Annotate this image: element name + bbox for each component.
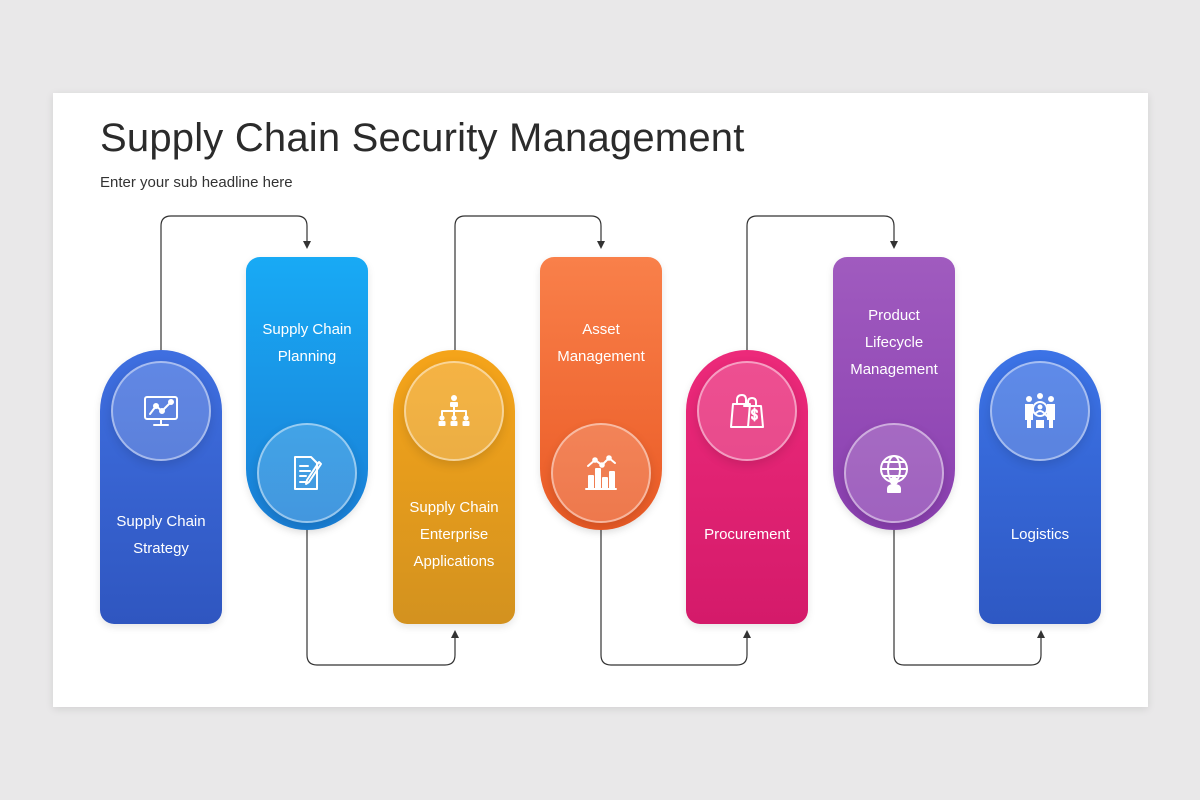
step-3-label: Supply Chain Enterprise Applications: [409, 499, 499, 570]
step-7-icon-circle: [990, 361, 1090, 461]
step-6-icon-circle: [844, 423, 944, 523]
connector-1-2: [160, 215, 311, 350]
page-title: Supply Chain Security Management: [100, 116, 745, 160]
page-subtitle: Enter your sub headline here: [100, 174, 293, 191]
step-1-label: Supply Chain Strategy: [116, 513, 206, 557]
step-2-label: Supply Chain Planning: [262, 321, 352, 365]
globe-person-icon: [880, 455, 908, 493]
step-5-icon-circle: [697, 361, 797, 461]
step-6-label: Product Lifecycle Management: [850, 307, 938, 378]
step-4-label: Asset Management: [557, 321, 645, 365]
step-3-icon-circle: [404, 361, 504, 461]
step-1-icon-circle: [111, 361, 211, 461]
connector-3-4: [454, 215, 605, 350]
step-5-label: Procurement: [704, 526, 790, 543]
connector-5-6: [746, 215, 898, 350]
team-search-icon: [1025, 393, 1055, 428]
connector-2-3: [306, 530, 459, 666]
shopping-bag-dollar-icon: [730, 394, 764, 428]
step-7-label: Logistics: [1010, 526, 1070, 543]
org-chart-icon: [438, 395, 470, 426]
step-2-icon-circle: [257, 423, 357, 523]
bar-chart-icon: [585, 455, 617, 490]
connector-6-7: [893, 530, 1045, 666]
monitor-chart-icon: [144, 396, 178, 426]
document-edit-icon: [294, 456, 322, 490]
step-4-icon-circle: [551, 423, 651, 523]
connector-4-5: [600, 530, 751, 666]
